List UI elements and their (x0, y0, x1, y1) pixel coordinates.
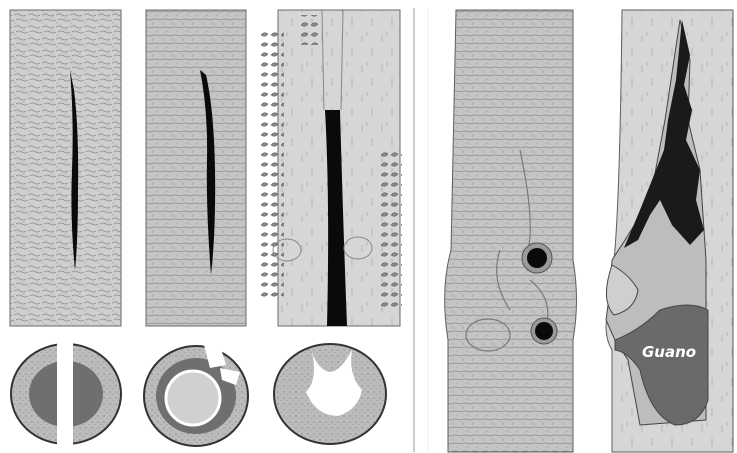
cross-section-crack (11, 343, 121, 445)
woodpecker-hole-icon (531, 318, 557, 344)
trunk-woodpecker-holes (445, 10, 577, 452)
trunk-split-with-fungus (258, 10, 402, 326)
cross-section-hollow (274, 344, 386, 444)
left-panel (10, 10, 402, 446)
cross-section-partial-cavity (144, 345, 248, 446)
trunk-cutaway-guano: Guano (606, 10, 733, 452)
trunk-narrow-crack (10, 10, 121, 326)
trunk-wide-crack (146, 10, 246, 326)
guano-label: Guano (642, 343, 696, 361)
right-panel: Guano (445, 10, 733, 452)
woodpecker-hole-icon (522, 243, 552, 273)
